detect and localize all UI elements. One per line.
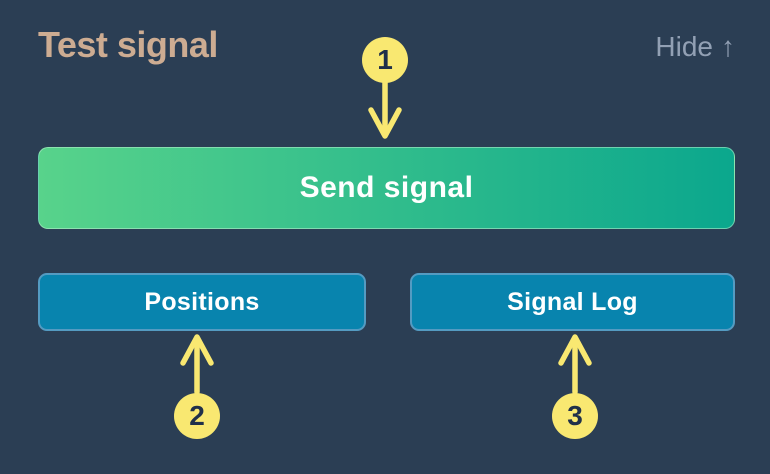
callout-number: 3 [567,400,583,431]
callout-badge-3: 3 [552,393,598,439]
page-title: Test signal [38,24,218,65]
signal-log-button[interactable]: Signal Log [410,273,735,331]
hide-toggle[interactable]: Hide ↑ [655,31,735,63]
hide-toggle-label: Hide [655,31,713,62]
arrow-up-icon: ↑ [721,31,735,62]
arrow-up-icon [558,334,592,395]
callout-badge-1: 1 [362,37,408,83]
arrow-up-icon [180,334,214,395]
arrow-down-icon [368,79,402,139]
callout-number: 1 [377,44,393,75]
callout-badge-2: 2 [174,393,220,439]
send-signal-button[interactable]: Send signal [38,147,735,229]
callout-number: 2 [189,400,205,431]
positions-button[interactable]: Positions [38,273,366,331]
